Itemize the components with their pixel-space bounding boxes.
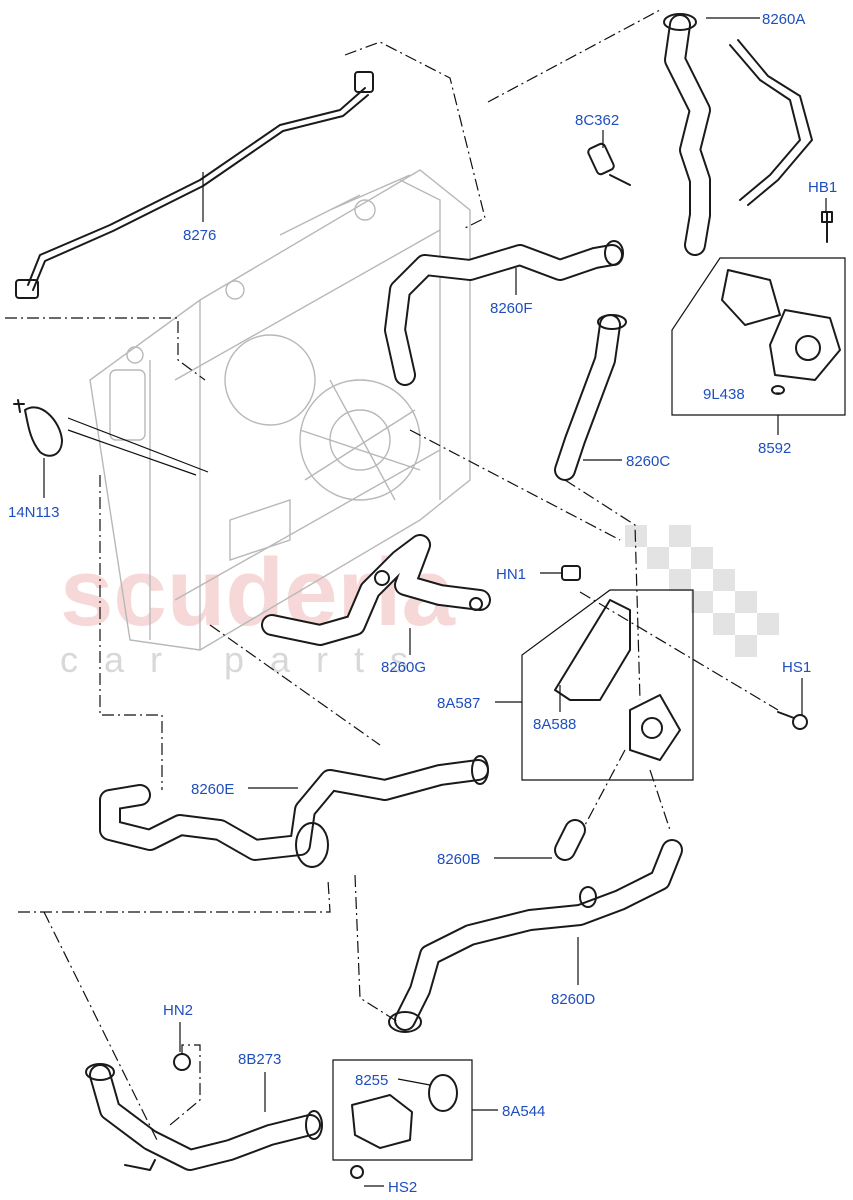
part-8592-housing [671, 257, 846, 416]
label-HN1: HN1 [496, 566, 526, 583]
part-HB1-bolt [821, 211, 833, 243]
part-14N113-clip [13, 399, 63, 457]
part-HN1-nut [561, 565, 581, 581]
label-8260B: 8260B [437, 851, 480, 868]
label-14N113: 14N113 [8, 504, 59, 521]
part-8C362-sensor [587, 142, 631, 186]
part-8260C-hose [554, 314, 627, 481]
radiator-assembly [89, 169, 471, 651]
label-8260F: 8260F [490, 300, 533, 317]
label-8B273: 8B273 [238, 1051, 281, 1068]
label-HN2: HN2 [163, 1002, 193, 1019]
part-8260D-hose [388, 839, 683, 1033]
part-8A587-bracket-group [521, 589, 694, 781]
label-8A588: 8A588 [533, 716, 576, 733]
label-HS2: HS2 [388, 1179, 417, 1196]
part-8260F-hose [384, 240, 624, 386]
label-8276: 8276 [183, 227, 216, 244]
watermark-subline: car parts [60, 639, 434, 680]
part-8A544-housing-group [332, 1059, 473, 1179]
part-8B273-hose [85, 1063, 323, 1171]
label-9L438: 9L438 [703, 386, 745, 403]
part-8260G-hose [261, 534, 491, 646]
label-HS1: HS1 [782, 659, 811, 676]
label-8592: 8592 [758, 440, 791, 457]
watermark-checker [625, 525, 779, 657]
part-8260E-hose [99, 755, 489, 868]
label-8255: 8255 [355, 1072, 388, 1089]
label-8C362: 8C362 [575, 112, 619, 129]
label-8260A: 8260A [762, 11, 805, 28]
label-HB1: HB1 [808, 179, 837, 196]
label-8A544: 8A544 [502, 1103, 545, 1120]
label-8260G: 8260G [381, 659, 426, 676]
part-labels: 8260A 8C362 HB1 8276 8260F 9L438 8592 14… [8, 11, 837, 1196]
assembly-lines [5, 9, 779, 1143]
label-8A587: 8A587 [437, 695, 480, 712]
part-8260A-hose [663, 13, 813, 256]
label-8260E: 8260E [191, 781, 234, 798]
part-HN2-nut [173, 1053, 191, 1071]
part-8260B-hose [554, 819, 586, 861]
label-8260D: 8260D [551, 991, 595, 1008]
leader-lines [43, 17, 827, 1187]
label-8260C: 8260C [626, 453, 670, 470]
part-8276-vent-pipe [15, 71, 374, 299]
part-HS1-bolt [777, 711, 808, 730]
